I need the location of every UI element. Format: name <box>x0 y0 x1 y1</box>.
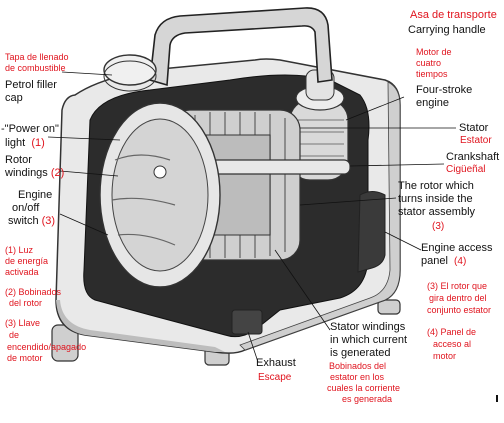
rotor-turns-en-2: turns inside the <box>398 193 473 205</box>
power-light-es-2: de energía <box>5 256 49 266</box>
rotor-turns-en-1: The rotor which <box>398 180 474 192</box>
stator-windings-es-1: Bobinados del <box>329 361 387 371</box>
engine-switch-en-1: Engine <box>18 189 53 201</box>
power-light-es-1: (1) Luz <box>5 245 34 255</box>
stator-windings-es-3: cuales la corriente <box>327 383 401 393</box>
rotor-turns-num: (3) <box>432 221 445 232</box>
engine-switch-es-1: (3) Llave <box>5 318 41 328</box>
four-stroke-es-2: cuatro <box>416 58 442 68</box>
access-panel-es-2: acceso al <box>433 339 472 349</box>
carrying-handle <box>149 7 333 87</box>
stator-en: Stator <box>459 122 489 134</box>
access-panel-en-2: panel (4) <box>421 255 467 267</box>
stator-windings-en-2: in which current <box>330 334 408 346</box>
filler-cap-es-2: de combustible <box>5 63 66 73</box>
access-panel-en-1: Engine access <box>421 242 493 254</box>
engine-switch-en-3: switch (3) <box>8 215 56 227</box>
rotor-turns-es-3: conjunto estator <box>427 305 492 315</box>
engine-switch-es-3: encendido/apagado <box>7 342 87 352</box>
exhaust-vent <box>231 309 263 335</box>
stator-windings-es-2: estator en los <box>330 372 385 382</box>
stator-es: Estator <box>460 135 492 146</box>
power-light-en-1: -"Power on" <box>1 123 59 135</box>
rotor-turns-en-3: stator assembly <box>398 206 476 218</box>
rotor-windings-es-1: (2) Bobinados <box>5 287 62 297</box>
stator-windings-en-3: is generated <box>330 347 391 359</box>
engine-switch-en-2: on/off <box>12 202 40 214</box>
rotor-turns-es-1: (3) El rotor que <box>427 281 488 291</box>
leader-lines <box>47 71 456 363</box>
stator-windings-es-4: es generada <box>342 394 393 404</box>
stator-windings-en-1: Stator windings <box>330 321 406 333</box>
four-stroke-en-2: engine <box>416 97 450 109</box>
rotor-windings-es-2: del rotor <box>9 298 43 308</box>
rotor-windings-en-1: Rotor <box>5 154 32 166</box>
four-stroke-es-3: tiempos <box>416 69 448 79</box>
four-stroke-es-1: Motor de <box>416 47 452 57</box>
power-light-es-3: activada <box>5 267 39 277</box>
access-panel-es-1: (4) Panel de <box>427 327 477 337</box>
generator-feet <box>51 299 401 366</box>
rotor-windings-en-2: windings (2) <box>5 167 65 179</box>
access-panel-es-3: motor <box>433 351 457 361</box>
exhaust-en: Exhaust <box>256 357 296 369</box>
crankshaft-es: Cigüeñal <box>446 164 486 175</box>
exhaust-es: Escape <box>258 372 292 383</box>
carrying-handle-es: Asa de transporte <box>410 9 497 21</box>
carrying-handle-en: Carrying handle <box>408 24 486 36</box>
engine-access-panel <box>357 191 386 273</box>
petrol-filler-cap <box>103 54 157 92</box>
rotor-turns-es-2: gira dentro del <box>429 293 487 303</box>
crankshaft-en: Crankshaft <box>446 151 500 163</box>
four-stroke-en-1: Four-stroke <box>416 84 473 96</box>
rotor-front-disc <box>99 102 221 288</box>
filler-cap-en-1: Petrol filler <box>5 79 57 91</box>
engine-switch-es-2: de <box>9 330 20 340</box>
filler-cap-en-2: cap <box>5 92 23 104</box>
engine-switch-es-4: de motor <box>7 353 43 363</box>
power-light-en-2: light (1) <box>5 137 45 149</box>
filler-cap-es-1: Tapa de llenado <box>5 52 69 62</box>
